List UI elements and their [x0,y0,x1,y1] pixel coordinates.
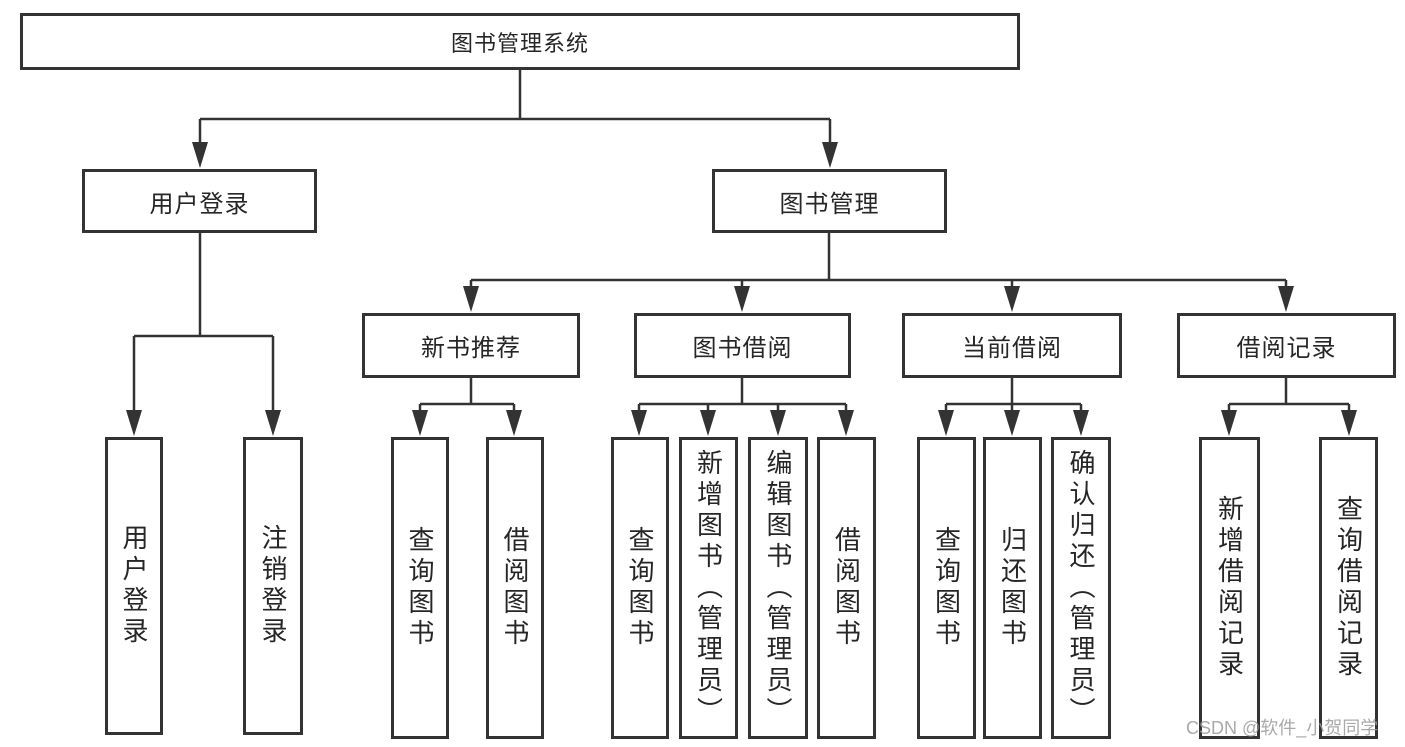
leaf-borrow-books-recommend: 借阅图书 [486,437,544,739]
arrow-down-icon [192,142,208,168]
node-user-login-branch: 用户登录 [82,169,317,233]
node-label: 归还图书 [997,526,1028,650]
csdn-watermark: CSDN @软件_小贺同学 [1186,718,1379,738]
node-label: 借阅记录 [1236,335,1337,362]
arrow-down-icon [838,410,854,436]
node-label: 用户登录 [119,524,149,648]
arrow-down-icon [770,410,786,436]
arrow-down-icon [265,410,281,436]
leaf-logout: 注销登录 [243,437,303,735]
arrow-down-icon [1341,410,1357,436]
node-label: 确认归还（管理员） [1066,448,1096,728]
arrow-down-icon [1073,410,1089,436]
node-label: 借阅图书 [500,526,530,650]
leaf-edit-books-admin: 编辑图书（管理员） [748,437,808,739]
arrow-down-icon [822,142,838,168]
node-label: 用户登录 [149,190,250,218]
node-label: 图书管理 [779,190,880,218]
node-label: 查询图书 [931,526,962,650]
node-label: 编辑图书（管理员） [763,448,793,728]
arrow-down-icon [700,410,716,436]
node-label: 注销登录 [258,524,288,648]
leaf-query-books-recommend: 查询图书 [391,437,449,739]
arrow-down-icon [1004,286,1020,312]
arrow-down-icon [1004,410,1020,436]
node-book-management-branch: 图书管理 [712,169,947,233]
arrow-down-icon [412,410,428,436]
node-label: 图书借阅 [692,335,793,362]
node-label: 当前借阅 [962,335,1062,362]
node-book-borrowing: 图书借阅 [634,313,851,378]
arrow-down-icon [1278,286,1294,312]
node-label: 新增图书（管理员） [693,448,724,728]
node-label: 查询借阅记录 [1333,495,1364,681]
node-borrowing-records: 借阅记录 [1177,313,1396,378]
arrow-down-icon [463,286,479,312]
leaf-user-login: 用户登录 [105,437,163,735]
node-label: 图书管理系统 [450,30,589,56]
leaf-borrow-books: 借阅图书 [817,437,876,739]
leaf-query-books-current: 查询图书 [917,437,976,739]
leaf-query-borrow-record: 查询借阅记录 [1319,437,1378,739]
node-current-borrowing: 当前借阅 [902,313,1122,378]
arrowhead-icons [126,142,1357,436]
leaf-add-borrow-record: 新增借阅记录 [1199,437,1260,739]
arrow-down-icon [938,410,954,436]
arrow-down-icon [1221,410,1237,436]
arrow-down-icon [631,410,647,436]
arrow-down-icon [506,410,522,436]
node-label: 新书推荐 [421,335,521,362]
node-label: 新增借阅记录 [1214,495,1245,681]
arrow-down-icon [126,410,142,436]
arrow-down-icon [734,286,750,312]
node-label: 查询图书 [405,526,435,650]
node-root-library-system: 图书管理系统 [20,13,1020,70]
node-label: 借阅图书 [831,526,862,650]
leaf-confirm-return-admin: 确认归还（管理员） [1051,437,1111,739]
leaf-return-books: 归还图书 [983,437,1042,739]
node-new-book-recommend: 新书推荐 [362,313,580,378]
node-label: 查询图书 [625,526,655,650]
leaf-query-books-borrow: 查询图书 [611,437,669,739]
leaf-add-books-admin: 新增图书（管理员） [679,437,738,739]
